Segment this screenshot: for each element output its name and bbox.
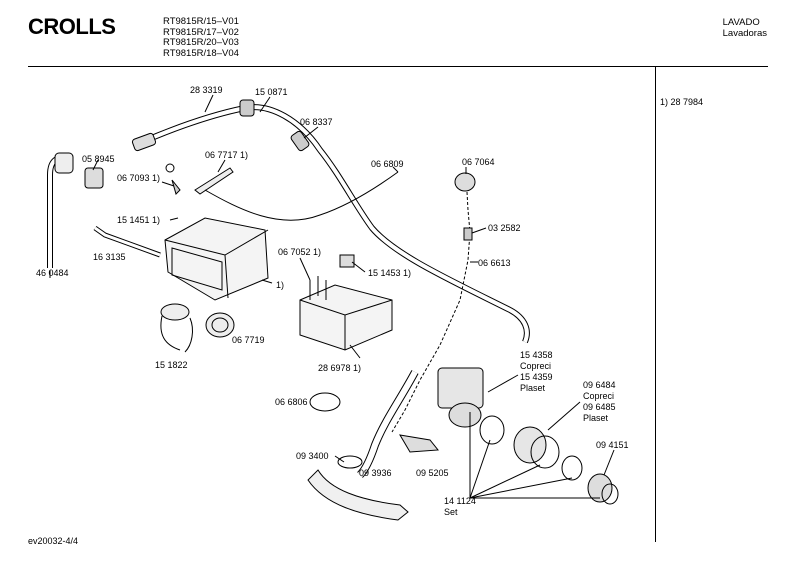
header-divider — [28, 66, 768, 67]
part-number-label: 06 7717 1) — [205, 150, 249, 160]
part-number-label: 06 7719 — [232, 335, 265, 345]
part-number-label: 06 7093 1) — [117, 173, 161, 183]
part-number-label: Copreci — [583, 391, 615, 401]
model-code: RT9815R/17–V02 — [163, 26, 239, 38]
part-number-label: 09 3936 — [359, 468, 392, 478]
part-number-label: 06 7064 — [462, 157, 495, 167]
part-number-label: 46 0484 — [36, 268, 69, 278]
part-number-label: 03 2582 — [488, 223, 521, 233]
model-code: RT9815R/15–V01 — [163, 16, 239, 27]
part-number-label: 06 7052 1) — [278, 247, 322, 257]
drain-outlet — [307, 455, 409, 521]
part-number-label: 28 3319 — [190, 85, 223, 95]
part-number-label: 09 6484 — [583, 380, 616, 390]
part-number-label: 06 8337 — [300, 117, 333, 127]
detergent-housing — [164, 217, 273, 301]
brand-logo: CROLLS — [28, 14, 116, 39]
column-divider — [655, 66, 656, 542]
part-number-label: Plaset — [583, 413, 609, 423]
bracket-part — [161, 159, 234, 195]
part-number-label: 09 6485 — [583, 402, 616, 412]
fill-hose — [131, 99, 530, 344]
category-subtitle: Lavadoras — [722, 28, 767, 39]
model-code: RT9815R/20–V03 — [163, 37, 239, 48]
dispenser-tray — [299, 254, 393, 359]
elbow-hose — [47, 152, 74, 278]
part-number-label: 28 6978 1) — [318, 363, 362, 373]
filter-plug — [587, 449, 619, 505]
part-number-label: 09 5205 — [416, 468, 449, 478]
footnote-reference: 1) 28 7984 — [660, 97, 704, 107]
part-number-label: 15 4358 — [520, 350, 553, 360]
part-number-label: Plaset — [520, 383, 546, 393]
part-number-label: Set — [444, 507, 458, 517]
part-number-label: 06 6613 — [478, 258, 511, 268]
part-number-label: 06 6806 — [275, 397, 308, 407]
pump-filter-housing — [513, 401, 583, 481]
part-number-label: 15 1822 — [155, 360, 188, 370]
part-number-label: 16 3135 — [93, 252, 126, 262]
part-number-label: 15 1451 1) — [117, 215, 161, 225]
part-number-label: 1) — [276, 280, 285, 290]
page-footer: ev20032-4/4 — [28, 536, 79, 546]
set-leader-lines — [469, 412, 600, 499]
part-number-label: 06 6809 — [371, 159, 404, 169]
part-number-label: 15 0871 — [255, 87, 288, 97]
model-list: RT9815R/15–V01 RT9815R/17–V02 RT9815R/20… — [163, 16, 239, 59]
part-number-label: Copreci — [520, 361, 552, 371]
pressure-switch — [391, 167, 487, 433]
part-number-label: 09 4151 — [596, 440, 629, 450]
model-code: RT9815R/18–V04 — [163, 47, 239, 59]
part-number-label: 15 4359 — [520, 372, 553, 382]
bellows-hose — [160, 303, 235, 353]
cable — [204, 171, 399, 221]
filter-cap — [399, 434, 439, 453]
part-number-label: 14 1124 — [444, 496, 476, 506]
valve-part — [84, 159, 104, 189]
part-number-label: 09 3400 — [296, 451, 329, 461]
part-number-label: 05 8945 — [82, 154, 115, 164]
hose-clamp — [309, 392, 341, 412]
category-block: LAVADO Lavadoras — [723, 17, 767, 39]
category-title: LAVADO — [722, 17, 760, 28]
drain-hose — [357, 370, 419, 478]
part-number-label: 15 1453 1) — [368, 268, 412, 278]
drain-pump — [437, 367, 519, 445]
